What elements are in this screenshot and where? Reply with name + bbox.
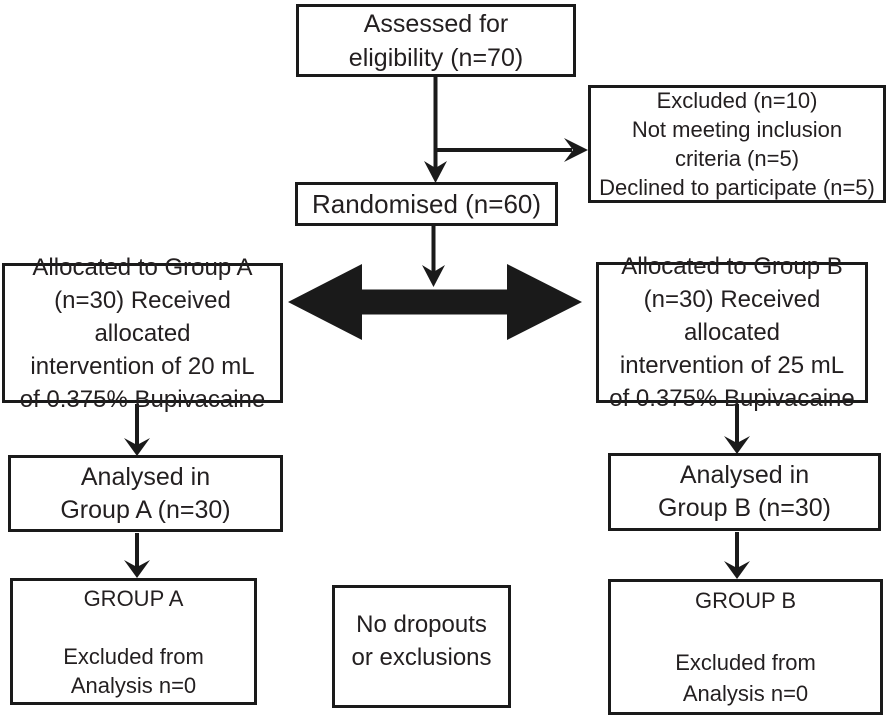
arrowhead-down-group-b-icon bbox=[724, 561, 750, 579]
arrowhead-down-analysed-b-icon bbox=[724, 436, 750, 454]
arrowhead-down-group-a-icon bbox=[124, 560, 150, 578]
no-dropouts-box: No dropouts or exclusions bbox=[332, 585, 511, 708]
analysed-group-b-box: Analysed in Group B (n=30) bbox=[608, 453, 881, 531]
randomised-box: Randomised (n=60) bbox=[295, 182, 558, 226]
analysed-group-a-box: Analysed in Group A (n=30) bbox=[8, 455, 283, 532]
allocated-group-a-box: Allocated to Group A (n=30) Received all… bbox=[2, 254, 283, 413]
excluded-box: Excluded (n=10) Not meeting inclusion cr… bbox=[588, 85, 886, 203]
assessed-eligibility-box: Assessed for eligibility (n=70) bbox=[296, 4, 576, 77]
group-b-exclusions-box: GROUP B Excluded from Analysis n=0 bbox=[608, 579, 883, 715]
arrowhead-down-randomised-icon bbox=[424, 161, 447, 183]
arrowhead-right-excluded-icon bbox=[564, 138, 588, 162]
double-arrow-allocation-icon bbox=[288, 264, 582, 340]
arrowhead-down-allocation-icon bbox=[422, 265, 445, 287]
allocated-group-b-box: Allocated to Group B (n=30) Received all… bbox=[596, 253, 868, 412]
arrowhead-down-analysed-a-icon bbox=[124, 438, 150, 456]
group-a-exclusions-box: GROUP A Excluded from Analysis n=0 bbox=[10, 578, 257, 705]
